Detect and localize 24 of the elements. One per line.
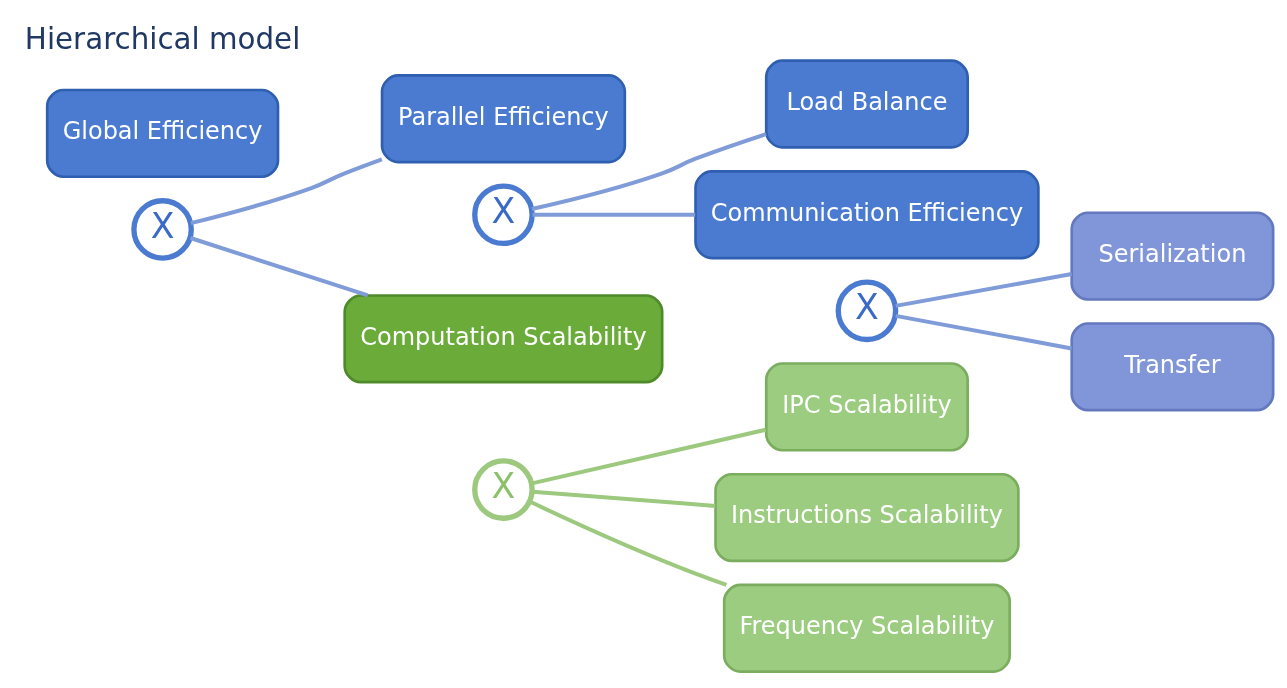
connector xyxy=(531,131,767,211)
connector xyxy=(532,489,716,508)
node-box: Communication Efficiency xyxy=(694,169,1040,259)
node-box: Global Efficiency xyxy=(45,88,280,178)
node-box: Frequency Scalability xyxy=(722,583,1011,673)
node-circle: X xyxy=(472,457,535,521)
node-circle: X xyxy=(835,278,899,342)
label: Hierarchical model xyxy=(24,21,301,56)
node-circle: X xyxy=(472,182,535,246)
node-box: Instructions Scalability xyxy=(714,472,1020,562)
node-box: Load Balance xyxy=(764,58,969,149)
node-circle: X xyxy=(131,197,194,261)
node-box: IPC Scalability xyxy=(764,361,969,452)
node-box: Parallel Efficiency xyxy=(380,73,627,163)
node-box: Serialization xyxy=(1070,210,1275,301)
node-box: Computation Scalability xyxy=(343,293,664,384)
connector xyxy=(532,212,696,217)
node-box: Transfer xyxy=(1070,321,1275,412)
connector xyxy=(189,235,369,297)
connector xyxy=(531,427,767,485)
connector xyxy=(190,157,383,225)
connector xyxy=(895,313,1073,350)
connector xyxy=(528,499,728,587)
connector xyxy=(895,271,1073,308)
